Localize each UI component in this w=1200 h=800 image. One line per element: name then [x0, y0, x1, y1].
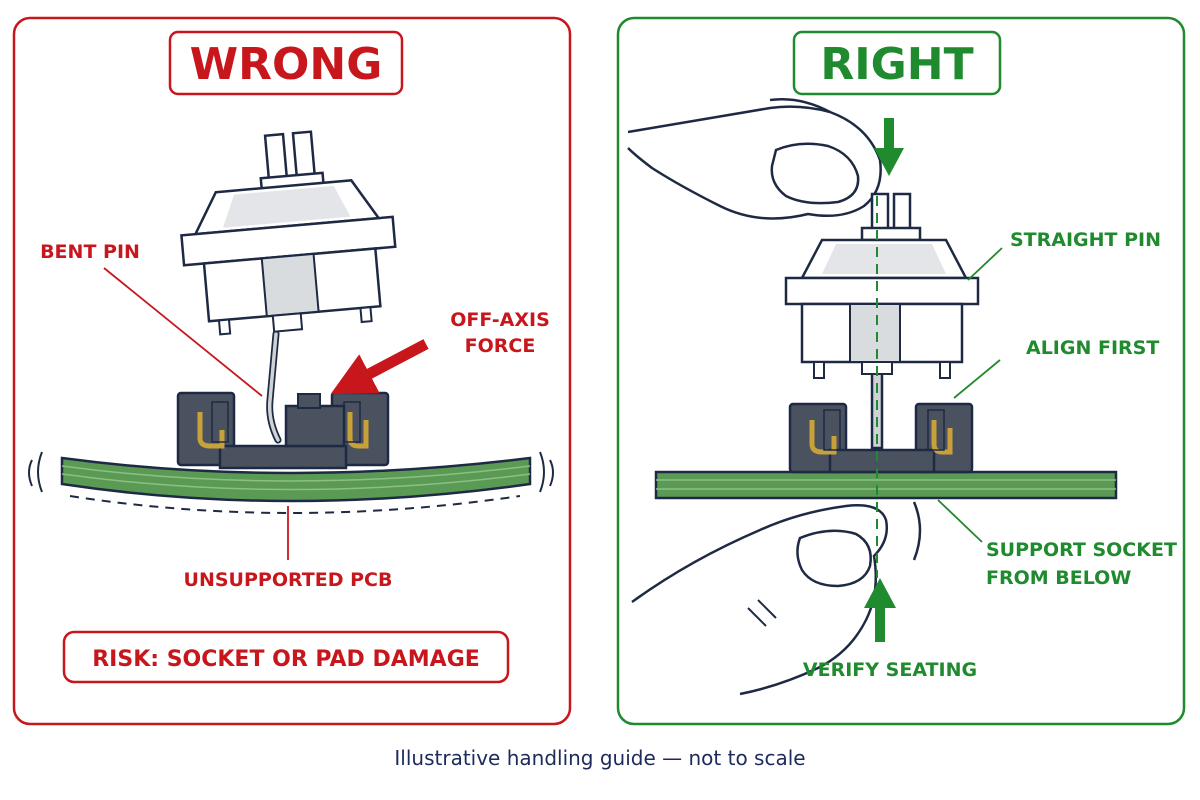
- off-axis-label-line2: FORCE: [465, 335, 536, 357]
- sag-dashed-line: [69, 495, 521, 514]
- unsupported-pcb-label: UNSUPPORTED PCB: [184, 569, 393, 591]
- right-pcb: [654, 470, 1118, 500]
- wrong-pcb: [60, 456, 532, 503]
- caption: Illustrative handling guide — not to sca…: [394, 746, 806, 770]
- off-axis-arrow: [330, 339, 429, 395]
- wrong-socket: [176, 391, 390, 470]
- bent-pin-label: BENT PIN: [40, 241, 140, 263]
- right-title: RIGHT: [820, 39, 973, 90]
- align-first-leader: [953, 359, 1001, 399]
- press-down-arrow: [874, 118, 904, 176]
- upper-hand: [627, 98, 882, 220]
- wrong-panel-frame: [12, 16, 572, 726]
- wrong-panel: WRONG: [12, 16, 572, 726]
- wrong-title-box: [168, 30, 404, 96]
- support-leader: [937, 499, 983, 543]
- off-axis-label-line1: OFF-AXIS: [450, 309, 550, 331]
- flex-mark-right: [539, 451, 554, 493]
- wrong-switch: [180, 130, 397, 336]
- straight-pin-leader: [967, 247, 1003, 281]
- right-panel: RIGHT: [616, 16, 1186, 726]
- right-title-box: [792, 30, 1002, 96]
- right-switch: [784, 192, 980, 379]
- straight-pin-label: STRAIGHT PIN: [1010, 229, 1161, 251]
- lower-hand: [631, 501, 922, 696]
- risk-text: RISK: SOCKET OR PAD DAMAGE: [92, 647, 480, 672]
- support-label-line1: SUPPORT SOCKET: [986, 539, 1177, 561]
- wrong-title: WRONG: [190, 39, 383, 90]
- support-label-line2: FROM BELOW: [986, 567, 1131, 589]
- right-socket: [788, 402, 974, 474]
- align-first-label: ALIGN FIRST: [1026, 337, 1159, 359]
- flex-mark-left: [28, 451, 43, 493]
- risk-box: [62, 630, 510, 684]
- bent-pin-leader: [103, 267, 263, 397]
- verify-seating-label: VERIFY SEATING: [803, 659, 977, 681]
- support-up-arrow: [864, 578, 896, 642]
